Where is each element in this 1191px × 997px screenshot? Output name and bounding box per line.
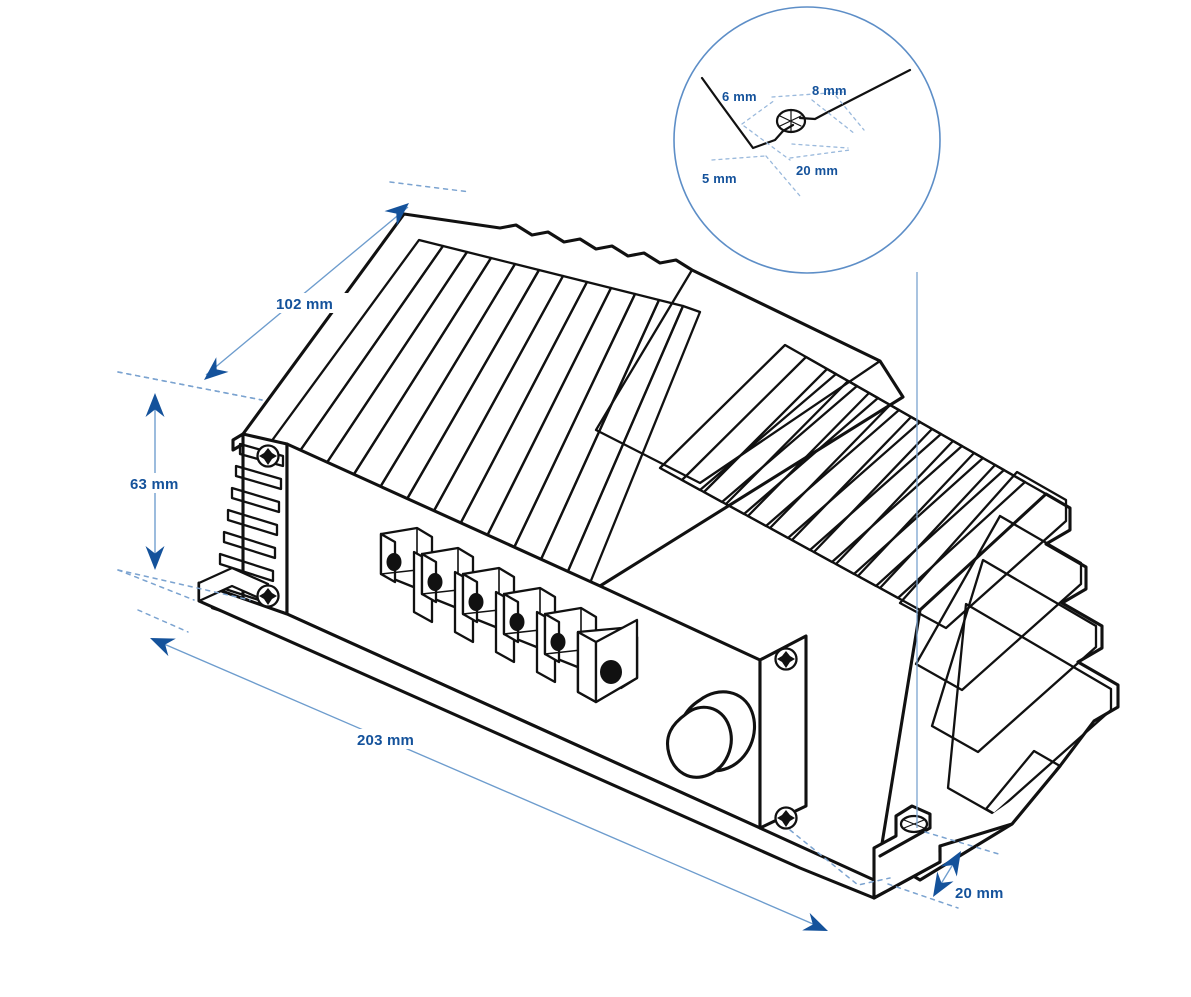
dimension-label-width: 203 mm xyxy=(357,732,414,749)
right-foot-slot xyxy=(872,764,1062,900)
label-backdrop xyxy=(352,729,434,749)
knob-shaft-edge xyxy=(684,706,731,728)
screw xyxy=(774,806,798,830)
dimension-label-height: 63 mm xyxy=(130,476,179,493)
right-fin-plate xyxy=(930,558,1098,754)
detail-mounting-hole xyxy=(775,108,807,134)
left-end-lip xyxy=(231,432,245,452)
detail-extension-lines xyxy=(711,91,865,197)
dimension-label-foot-offset: 20 mm xyxy=(955,885,1004,902)
enclosure-body xyxy=(197,212,1120,900)
front-panel-knob xyxy=(666,690,757,779)
label-backdrop xyxy=(268,293,348,313)
extension-line xyxy=(887,883,959,909)
mounting-hole-hatch xyxy=(903,819,925,829)
extension-line xyxy=(117,569,251,601)
right-end-panel-face xyxy=(758,634,808,830)
top-plateau xyxy=(594,268,882,485)
extension-line xyxy=(924,831,1003,856)
right-mounting-foot xyxy=(872,764,1062,900)
detail-label-20mm: 20 mm xyxy=(796,163,838,178)
extension-line xyxy=(137,609,189,633)
dimension-line xyxy=(156,640,821,928)
right-end-panel xyxy=(758,634,808,830)
dimension-height: 63 mm xyxy=(117,371,263,601)
extension-line xyxy=(117,569,195,601)
detail-foot-profile-upper xyxy=(798,68,912,121)
left-fin xyxy=(222,530,277,560)
left-fin xyxy=(230,486,281,514)
detail-label-8mm: 8 mm xyxy=(812,83,847,98)
heatsink-extension-outline xyxy=(878,492,1120,882)
extension-line xyxy=(389,181,471,193)
dimension-width: 203 mm xyxy=(117,569,891,940)
left-fin xyxy=(226,508,279,537)
detail-label-6mm: 6 mm xyxy=(722,89,757,104)
screw xyxy=(256,584,280,608)
dimension-line xyxy=(205,206,409,376)
left-fin xyxy=(234,464,283,491)
screw-group xyxy=(256,444,798,830)
detail-label-5mm: 5 mm xyxy=(702,171,737,186)
dimension-foot-offset: 20 mm xyxy=(887,831,1004,909)
screw xyxy=(774,647,798,671)
detail-circle xyxy=(673,6,941,274)
dimension-label-depth: 102 mm xyxy=(276,296,333,313)
left-fin xyxy=(218,552,275,583)
terminal-block-row xyxy=(379,526,639,704)
screw xyxy=(256,444,280,468)
terminal-block xyxy=(576,618,639,704)
detail-view-callout: 6 mm 8 mm 5 mm 20 mm xyxy=(673,6,941,828)
label-backdrop xyxy=(125,473,189,493)
top-fin-deck xyxy=(241,212,905,588)
detail-hole-hatch xyxy=(779,110,802,132)
extension-line xyxy=(117,371,263,401)
extension-line xyxy=(789,829,891,886)
